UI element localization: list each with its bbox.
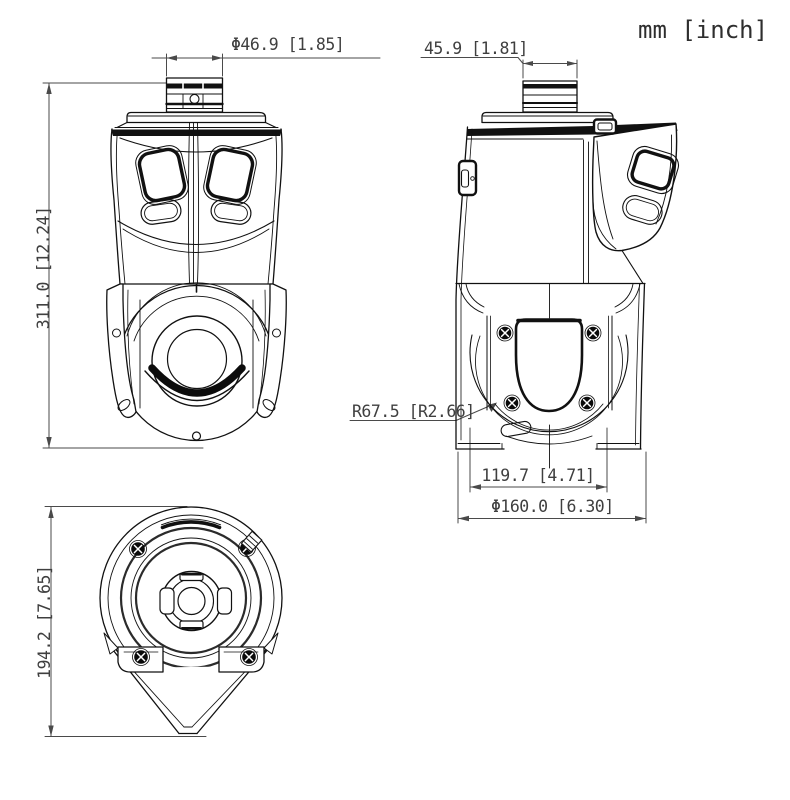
dim-bottom-length: 194.2 [7.65] <box>34 565 54 679</box>
dimension-lines <box>42 53 647 737</box>
side-view-drawing <box>455 80 680 469</box>
dim-side-inner-width: 119.7 [4.71] <box>481 466 595 485</box>
units-label: mm [inch] <box>638 16 769 44</box>
dim-front-top-diameter: Φ46.9 [1.85] <box>231 35 345 54</box>
bayonet-mount <box>159 570 233 632</box>
dim-side-radius: R67.5 [R2.66] <box>352 402 475 421</box>
dim-side-top-width: 45.9 [1.81] <box>424 39 528 58</box>
side-screws <box>496 324 602 412</box>
front-view-drawing <box>106 77 287 442</box>
bottom-view-drawing <box>99 506 283 735</box>
dim-side-base-diameter: Φ160.0 [6.30] <box>491 497 614 516</box>
latch-clip <box>240 530 263 553</box>
dim-front-height: 311.0 [12.24] <box>33 206 53 330</box>
